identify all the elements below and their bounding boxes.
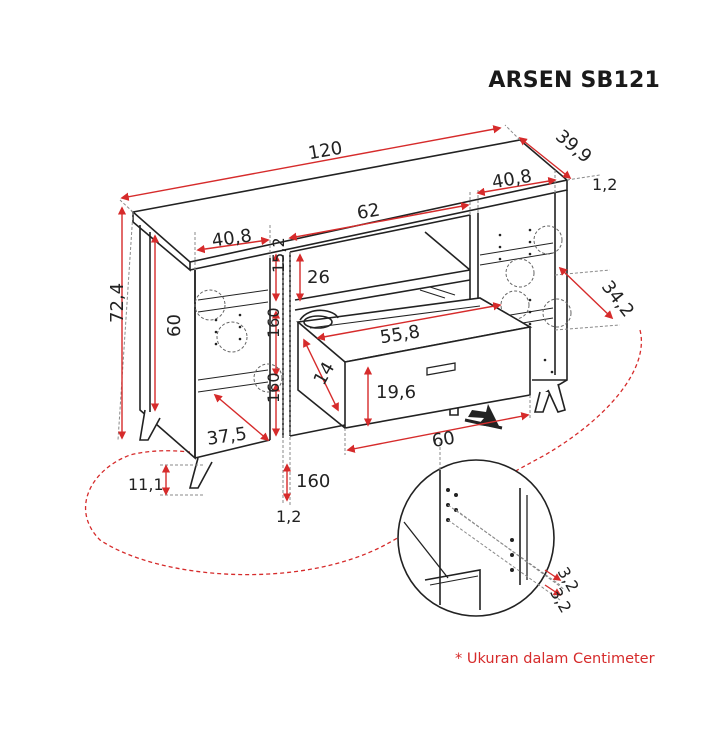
dim-drawer-front-height: 19,6	[376, 382, 416, 403]
dim-shelf-depth: 34,2	[597, 277, 638, 322]
product-title: ARSEN SB121	[488, 68, 660, 93]
push-arrow-icon	[464, 404, 503, 430]
dim-total-width: 120	[307, 138, 344, 165]
dim-bottom-depth: 37,5	[206, 423, 249, 449]
dim-lower-shelf: 160	[264, 372, 283, 403]
dim-middle-shelf: 160	[264, 307, 283, 338]
callout-loop	[84, 329, 642, 576]
dim-drawer-front-width: 60	[430, 427, 456, 452]
drawer	[296, 286, 533, 429]
shelf-pin-holes	[214, 228, 554, 374]
dim-side-height: 60	[164, 314, 185, 337]
dim-leg-height: 11,1	[128, 475, 164, 494]
unit-footnote: * Ukuran dalam Centimeter	[455, 651, 655, 667]
dim-middle-width: 62	[355, 199, 381, 224]
detail-inset	[397, 459, 566, 617]
dimension-lines	[117, 125, 614, 502]
dim-open-niche: 26	[307, 267, 330, 288]
dim-upper-shelf: 15,2	[269, 237, 288, 273]
dim-total-height: 72,4	[107, 283, 128, 323]
dim-depth: 39,9	[551, 126, 595, 168]
dim-base-width: 160	[296, 471, 330, 492]
dim-drawer-side: 14	[310, 358, 340, 388]
dim-panel-thickness: 1,2	[276, 507, 301, 526]
dim-top-thickness: 1,2	[592, 175, 617, 194]
